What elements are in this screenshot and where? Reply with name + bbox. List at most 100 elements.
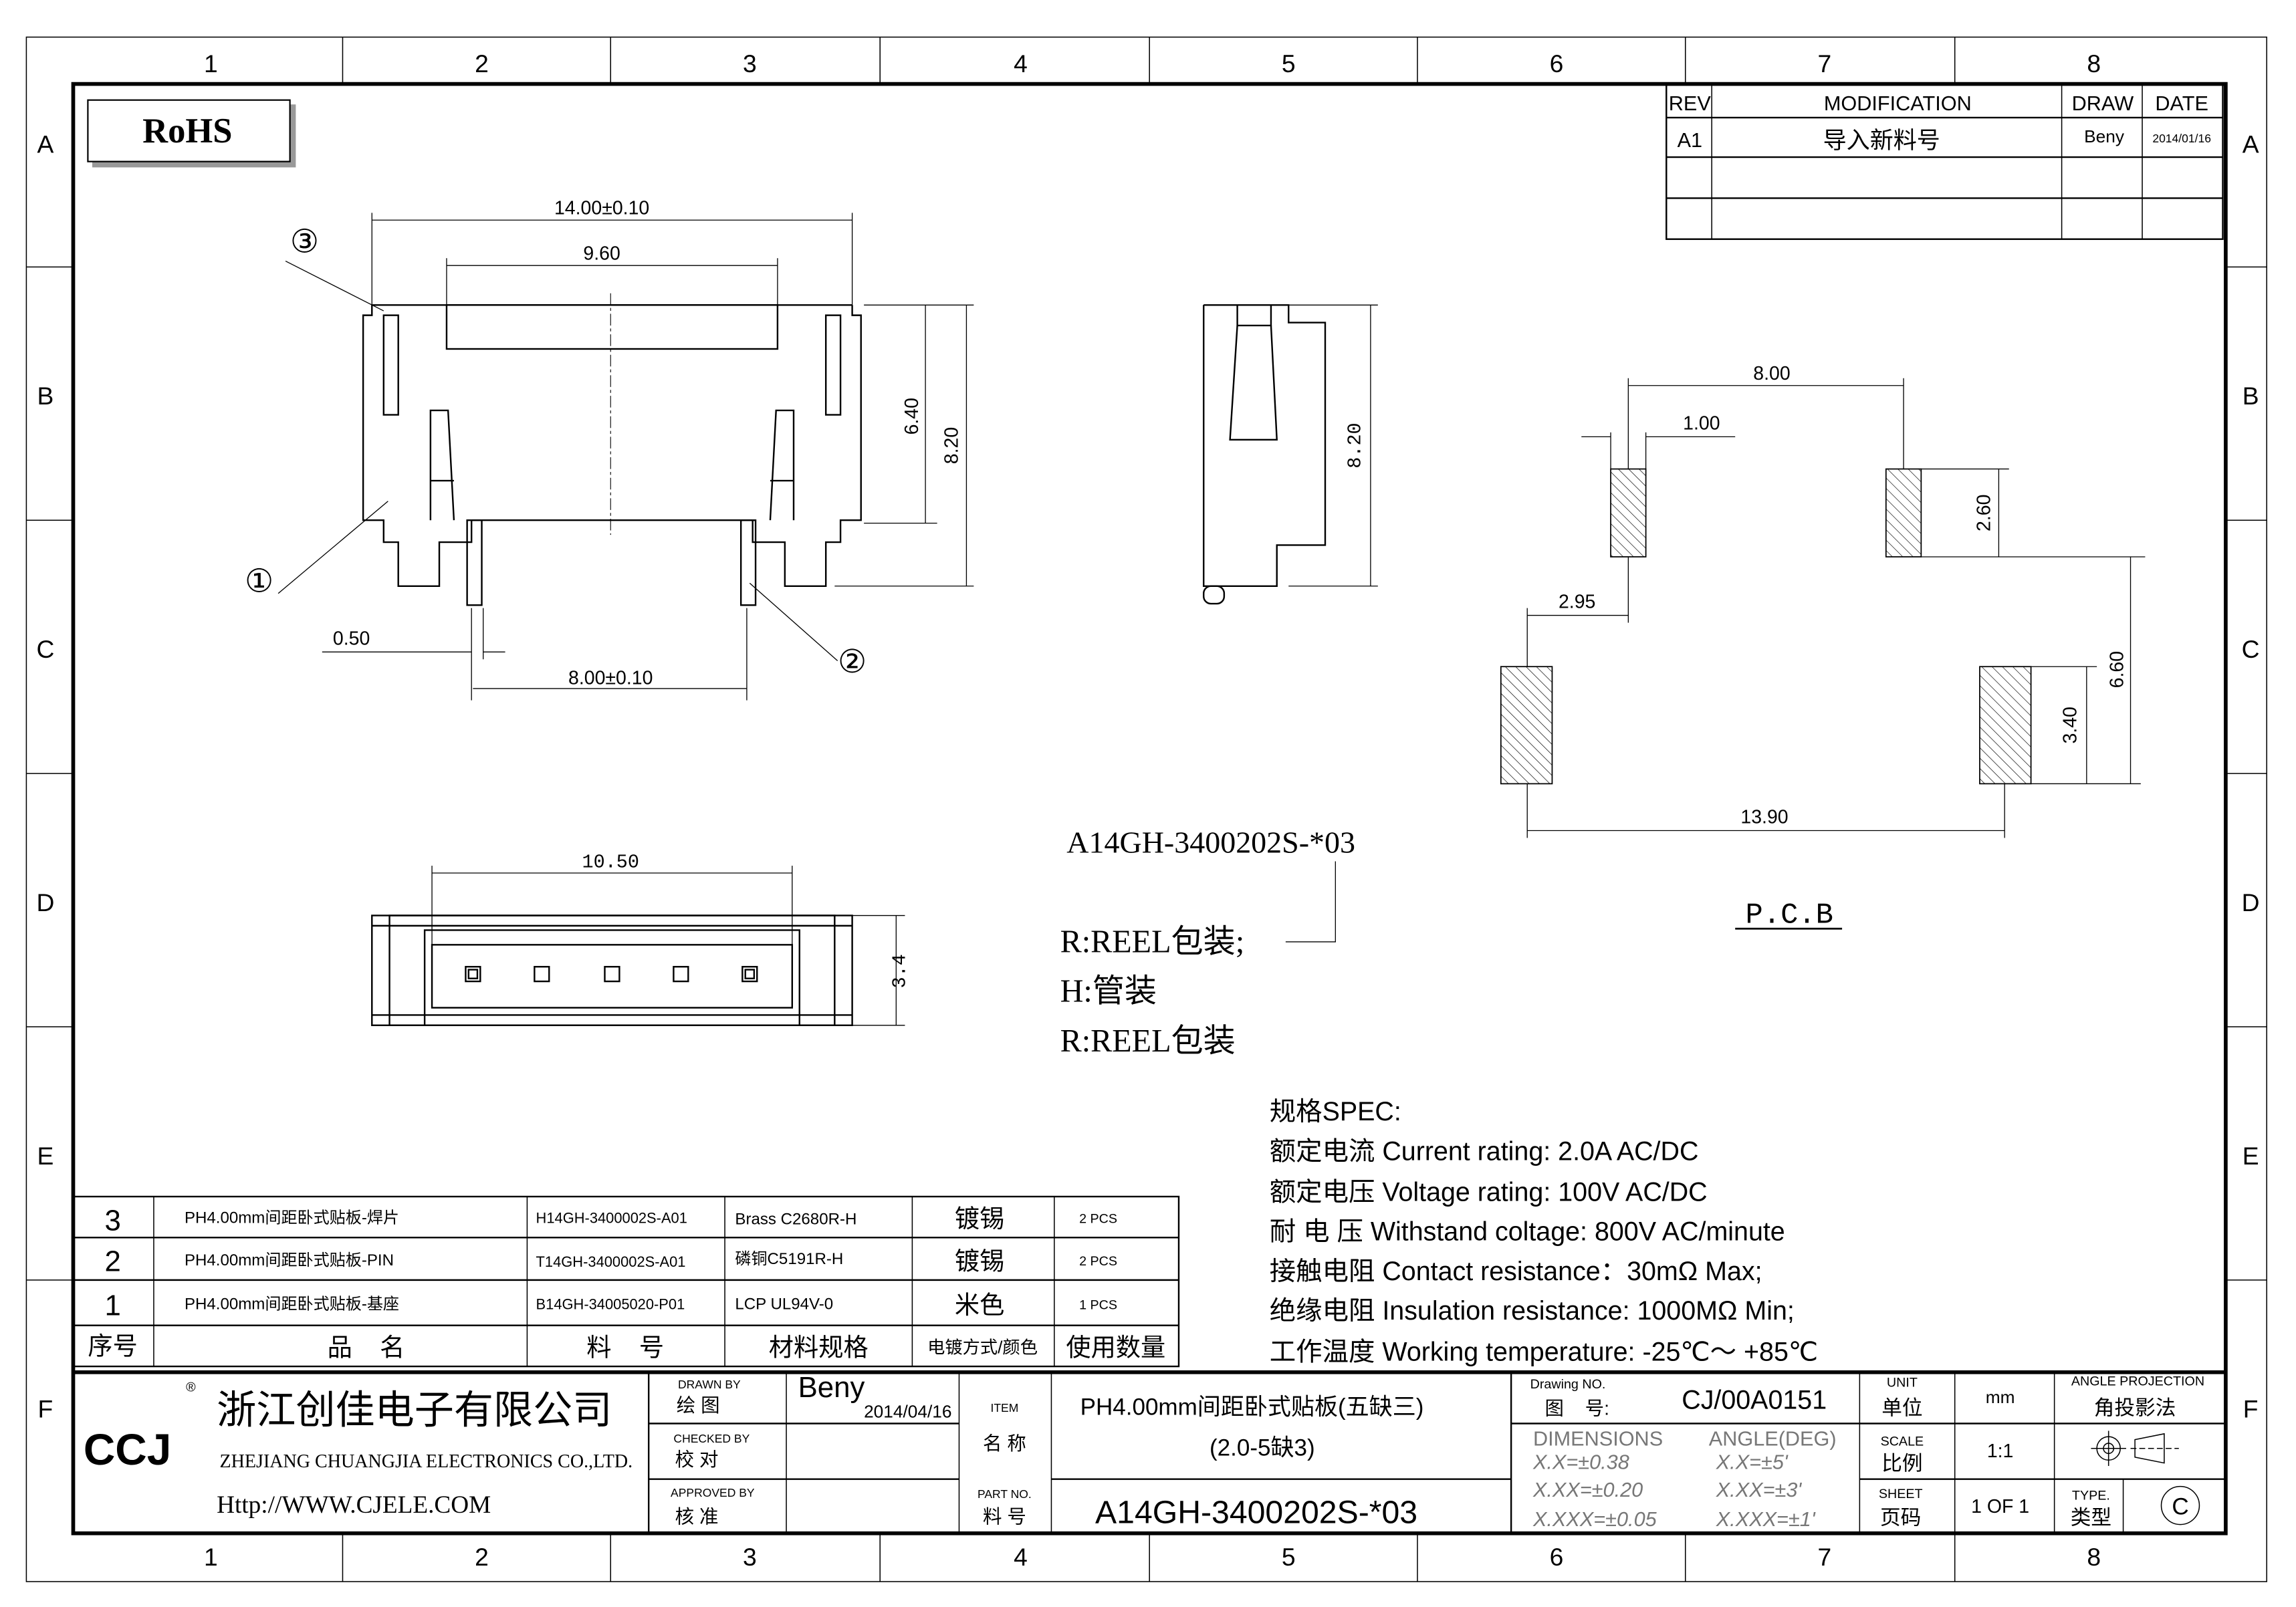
column-label: 7	[1817, 49, 1831, 78]
part-code-option-h: H:管装	[1060, 974, 1157, 1009]
row-label: D	[2242, 888, 2260, 916]
rohs-badge: RoHS	[87, 99, 296, 168]
dim-pitch: 8.00±0.10	[568, 668, 653, 689]
bom-header: 料 号	[586, 1334, 664, 1362]
tolerance-table: DIMENSIONS ANGLE(DEG) X.X=±0.38 X.XX=±0.…	[1532, 1427, 1837, 1530]
svg-text:X.XXX=±1': X.XXX=±1'	[1716, 1508, 1816, 1531]
checked-by-label: CHECKED BY	[673, 1432, 750, 1445]
bom-material: 磷铜C5191R-H	[735, 1250, 843, 1268]
dim-width: 14.00±0.10	[554, 198, 649, 219]
bom-part: B14GH-34005020-P01	[536, 1296, 685, 1313]
part-code-note: A14GH-3400202S-*03 R:REEL包装; H:管装 R:REEL…	[1060, 825, 1355, 1059]
type-symbol: C	[2160, 1485, 2200, 1525]
item-label-cn: 名 称	[983, 1433, 1026, 1455]
item-name: PH4.00mm间距卧式贴板(五缺三)	[1080, 1394, 1424, 1420]
modification-value: 导入新料号	[1823, 128, 1940, 154]
date-header: DATE	[2155, 92, 2208, 115]
scale-label: SCALE	[1881, 1434, 1924, 1449]
column-label: 5	[1282, 49, 1296, 78]
column-label: 6	[1550, 49, 1564, 78]
pcb-layout: 8.00 1.00 2.60 2.95 6.60 3.40 13.90 P.C.…	[1500, 363, 2146, 932]
type-label-cn: 类型	[2071, 1507, 2111, 1529]
bom-table: 3 PH4.00mm间距卧式贴板-焊片 H14GH-3400002S-A01 B…	[72, 1195, 1180, 1368]
sheet-label-cn: 页码	[1880, 1507, 1921, 1529]
pcb-dim-offset: 2.95	[1559, 592, 1595, 613]
row-label: E	[37, 1142, 53, 1170]
drawn-by-value: Beny	[798, 1371, 865, 1404]
pcb-dim-big-pad-height: 3.40	[2059, 707, 2081, 743]
approved-by-label: APPROVED BY	[671, 1486, 755, 1499]
projection-label: ANGLE PROJECTION	[2071, 1374, 2204, 1389]
column-label: 2	[475, 1543, 489, 1571]
bom-finish: 镀锡	[955, 1205, 1004, 1233]
draw-header: DRAW	[2072, 92, 2134, 115]
balloon-3: ③	[290, 223, 319, 259]
row-label: D	[36, 888, 54, 916]
company-website: Http://WWW.CJELE.COM	[217, 1491, 491, 1519]
svg-text:X.XX=±0.20: X.XX=±0.20	[1532, 1479, 1643, 1501]
part-code-number: A14GH-3400202S-*03	[1066, 825, 1355, 859]
dim-inner-width: 9.60	[583, 243, 620, 264]
unit-label: UNIT	[1887, 1376, 1918, 1390]
column-label: 6	[1550, 1543, 1564, 1571]
bom-name: PH4.00mm间距卧式贴板-PIN	[185, 1251, 394, 1269]
scale-value: 1:1	[1987, 1441, 2014, 1462]
column-label: 1	[204, 1543, 218, 1571]
pcb-dim-pad-width: 1.00	[1683, 412, 1720, 434]
bom-qty: 2 PCS	[1079, 1211, 1117, 1226]
svg-text:X.X=±5': X.X=±5'	[1716, 1451, 1789, 1473]
column-label: 8	[2087, 1543, 2101, 1571]
company-name-en: ZHEJIANG CHUANGJIA ELECTRONICS CO.,LTD.	[220, 1451, 633, 1472]
bom-header: 序号	[88, 1332, 137, 1360]
dim-pin-width: 0.50	[333, 628, 370, 649]
dim-height-1: 6.40	[901, 398, 923, 435]
drawn-by-label-cn: 绘 图	[677, 1395, 720, 1416]
column-label: 4	[1014, 1543, 1028, 1571]
bom-finish: 米色	[955, 1291, 1004, 1319]
row-label: A	[2243, 130, 2259, 158]
approved-by-label-cn: 核 准	[675, 1506, 719, 1527]
bom-header: 材料规格	[769, 1334, 869, 1362]
spec-title: 规格SPEC:	[1270, 1097, 1401, 1126]
bom-no: 1	[104, 1289, 120, 1322]
unit-value: mm	[1986, 1387, 2015, 1407]
row-label: F	[38, 1395, 53, 1423]
column-label: 8	[2087, 49, 2101, 78]
column-label: 1	[204, 49, 218, 78]
spec-line: 工作温度 Working temperature: -25℃～ +85℃	[1270, 1337, 1818, 1366]
column-label: 5	[1282, 1543, 1296, 1571]
item-label: ITEM	[990, 1401, 1018, 1414]
pcb-dim-total-height: 6.60	[2107, 651, 2128, 688]
svg-text:X.X=±0.38: X.X=±0.38	[1532, 1451, 1629, 1473]
bom-qty: 2 PCS	[1079, 1254, 1117, 1269]
row-label: B	[2243, 382, 2259, 410]
company-logo: CCJ ®	[84, 1380, 196, 1474]
bom-material: LCP UL94V-0	[735, 1295, 833, 1314]
column-label: 4	[1014, 49, 1028, 78]
row-label: A	[37, 130, 53, 158]
part-code-option-r2: R:REEL包装	[1060, 1023, 1236, 1059]
svg-text:®: ®	[186, 1380, 196, 1394]
spec-line: 额定电流 Current rating: 2.0A AC/DC	[1270, 1136, 1699, 1166]
svg-text:ANGLE(DEG): ANGLE(DEG)	[1709, 1427, 1837, 1450]
side-dim-height: 8.20	[1345, 422, 1367, 468]
unit-label-cn: 单位	[1881, 1396, 1922, 1419]
sheet-label: SHEET	[1879, 1487, 1923, 1501]
balloon-2: ②	[838, 644, 867, 680]
row-label: F	[2243, 1395, 2259, 1423]
part-number: A14GH-3400202S-*03	[1095, 1494, 1417, 1530]
bom-finish: 镀锡	[955, 1247, 1004, 1275]
balloon-1: ①	[245, 564, 273, 600]
part-no-label: PART NO.	[978, 1487, 1032, 1501]
title-block: CCJ ® 浙江创佳电子有限公司 ZHEJIANG CHUANGJIA ELEC…	[73, 1370, 2226, 1533]
bom-no: 3	[104, 1204, 120, 1237]
part-no-label-cn: 料 号	[983, 1506, 1026, 1527]
bom-header: 电镀方式/颜色	[927, 1337, 1038, 1357]
rev-value: A1	[1678, 129, 1703, 152]
item-name-sub: (2.0-5缺3)	[1210, 1435, 1315, 1461]
row-label: E	[2243, 1142, 2259, 1170]
date-value: 2014/01/16	[2152, 132, 2211, 145]
drawing-frame: 1 2 3 4 5 6 7 8 1 2 3 4 5 6 7 8 A B C D …	[25, 36, 2267, 1582]
part-code-option-r: R:REEL包装;	[1060, 924, 1245, 959]
